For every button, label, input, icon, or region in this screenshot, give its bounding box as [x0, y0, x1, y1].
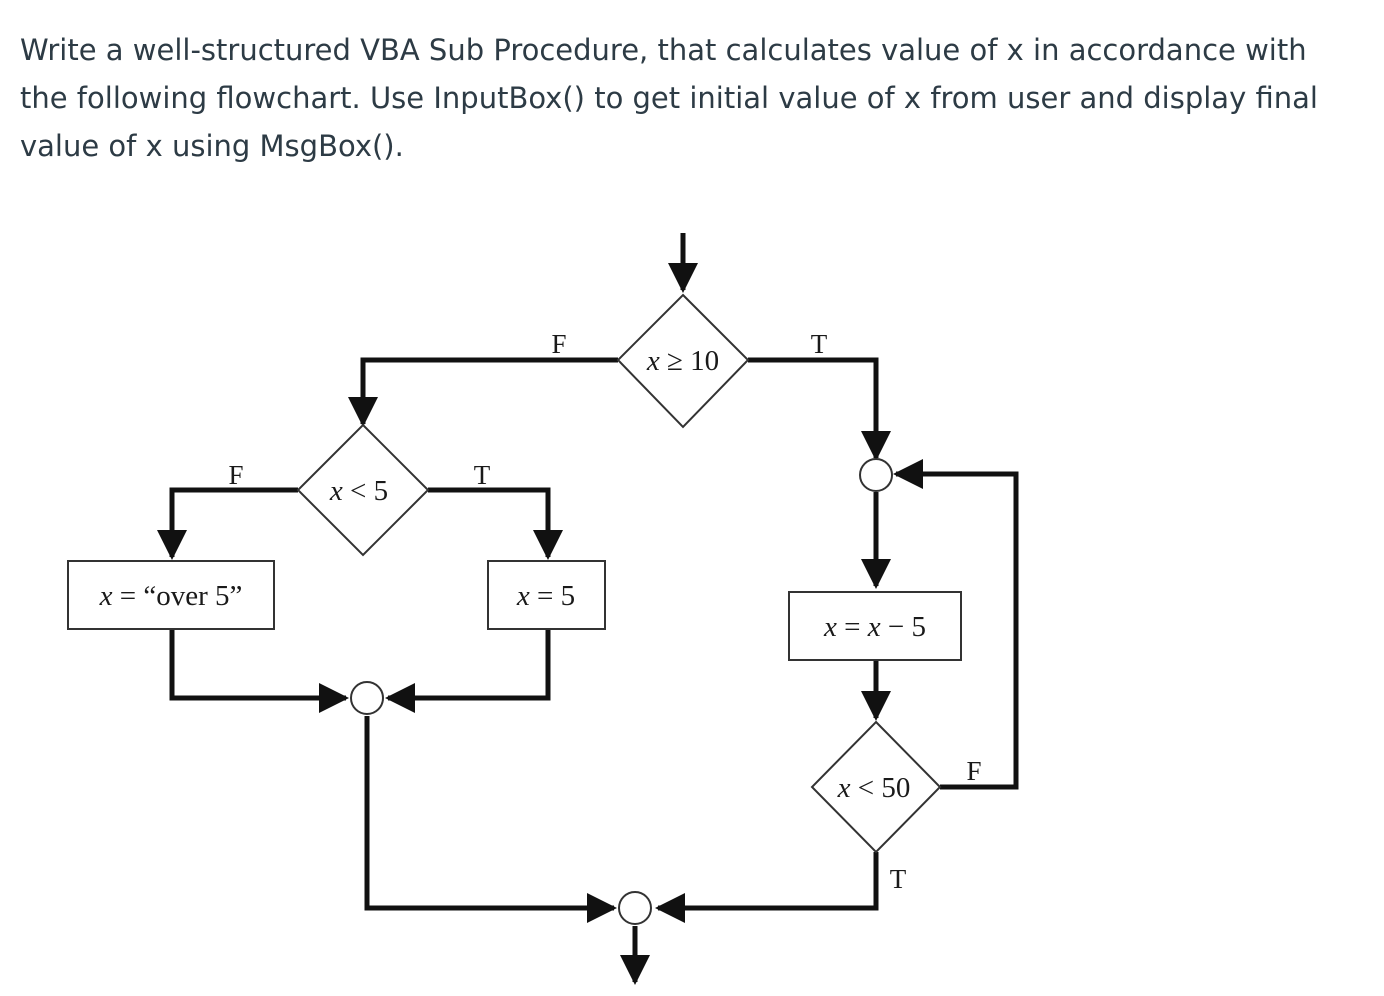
- connector-loop-back: [893, 459, 1019, 790]
- connector-top-true: [748, 357, 891, 461]
- connector-left-false: [157, 487, 298, 560]
- merge-node-final: [618, 891, 652, 925]
- label-left-false: F: [228, 460, 243, 490]
- decision-left: [296, 423, 430, 557]
- connector-x5-merge: [385, 630, 551, 713]
- decision-top: [616, 293, 750, 429]
- decision-bottom-condition: x < 50: [837, 772, 911, 804]
- box-minus-text: x = x − 5: [823, 611, 926, 643]
- decision-left-condition: x < 5: [329, 475, 388, 507]
- box-x5-text: x = 5: [516, 580, 575, 612]
- label-left-true: T: [474, 460, 491, 490]
- label-top-true: T: [811, 329, 828, 359]
- box-over5-text: x = “over 5”: [99, 580, 243, 612]
- decision-bottom: [810, 720, 942, 854]
- process-box-x5: [487, 560, 606, 630]
- label-bottom-true: T: [890, 864, 907, 894]
- label-bottom-false: F: [966, 756, 981, 786]
- connector-top-false: [348, 357, 618, 427]
- label-top-false: F: [551, 329, 566, 359]
- connector-left-to-final: [364, 716, 617, 923]
- process-box-over5: [67, 560, 275, 630]
- connector-over5-merge: [169, 630, 349, 713]
- loop-node: [859, 458, 893, 492]
- connector-bottom-true: [655, 852, 879, 923]
- decision-top-condition: x ≥ 10: [646, 345, 719, 377]
- connector-left-true: [428, 487, 563, 560]
- question-text: Write a well-structured VBA Sub Procedur…: [20, 33, 1318, 163]
- process-box-minus: [788, 591, 962, 661]
- merge-node-left: [350, 681, 384, 715]
